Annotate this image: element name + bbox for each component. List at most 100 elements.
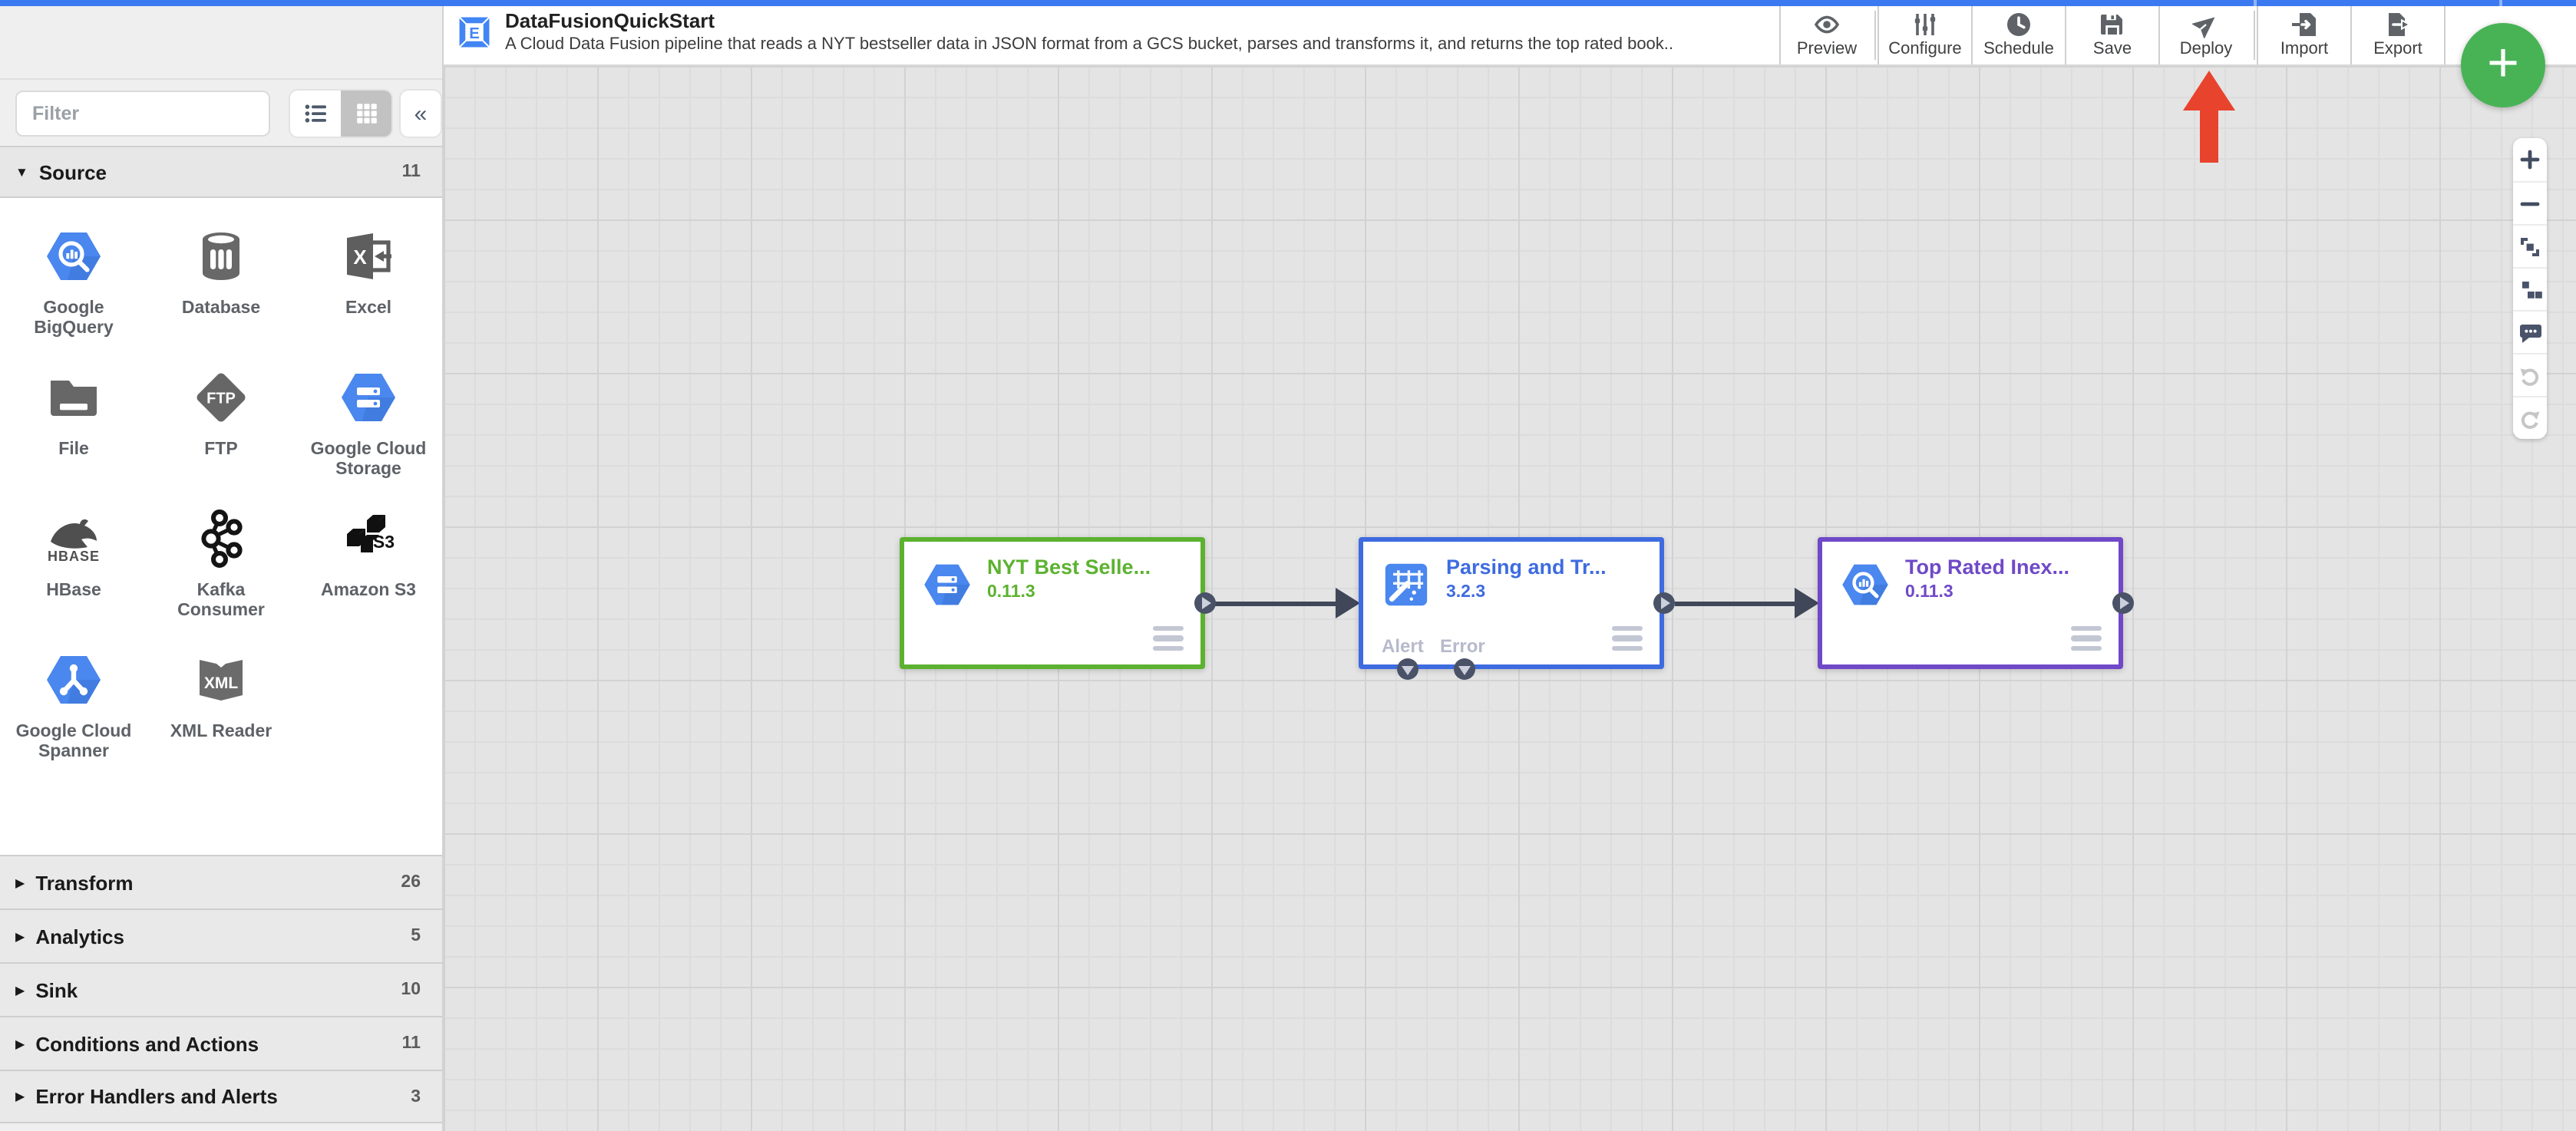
toolbar-button-label: Export <box>2373 40 2422 58</box>
section-count: 10 <box>401 981 421 999</box>
error-port-label: Error <box>1440 635 1485 657</box>
output-port[interactable] <box>2112 592 2134 614</box>
plugin-database[interactable]: Database <box>147 226 295 339</box>
chevrons-left-icon: « <box>414 101 428 127</box>
zoom-in-icon <box>2520 150 2540 170</box>
ftp-icon: FTP <box>197 373 246 422</box>
fit-to-screen-button[interactable] <box>2513 224 2547 267</box>
pipeline-toolbar: Preview Configure Schedule Save <box>1779 6 2446 64</box>
pipeline-canvas[interactable]: NYT Best Selle... 0.11.3 Parsing and Tr.… <box>444 66 2576 1131</box>
node-menu-icon[interactable] <box>2071 621 2102 651</box>
toolbar-button-label: Configure <box>1888 40 1962 58</box>
svg-text:X: X <box>353 246 367 269</box>
section-sink[interactable]: ▶ Sink 10 <box>0 962 442 1016</box>
deploy-button[interactable]: Deploy <box>2158 6 2252 64</box>
plugin-label: Google Cloud Spanner <box>15 723 132 761</box>
node-nyt-best-sellers[interactable]: NYT Best Selle... 0.11.3 <box>900 537 1216 669</box>
caret-right-icon: ▶ <box>15 983 25 997</box>
plugin-ftp[interactable]: FTP FTP <box>147 367 295 480</box>
view-toggle <box>290 91 391 137</box>
section-conditions-and-actions[interactable]: ▶ Conditions and Actions 11 <box>0 1016 442 1070</box>
collapse-sidebar-button[interactable]: « <box>401 91 441 137</box>
deploy-annotation-arrow <box>2183 71 2235 110</box>
save-button[interactable]: Save <box>2065 6 2158 64</box>
plugin-excel[interactable]: X Excel <box>295 226 442 339</box>
hbase-icon: HBASE <box>48 519 99 564</box>
plugin-google-cloud-spanner[interactable]: Google Cloud Spanner <box>0 649 147 763</box>
filter-row: « <box>0 78 442 146</box>
pipeline-title: DataFusionQuickStart <box>505 9 715 32</box>
plugin-label: Amazon S3 <box>321 582 416 600</box>
caret-down-icon: ▼ <box>15 164 28 180</box>
redo-button[interactable] <box>2513 396 2547 439</box>
undo-button[interactable] <box>2513 353 2547 396</box>
undo-icon <box>2520 368 2539 385</box>
edge-node1-node2 <box>1214 601 1336 605</box>
add-plugin-fab[interactable]: + <box>2461 23 2545 107</box>
plugin-hbase[interactable]: HBASE HBase <box>0 508 147 622</box>
caret-right-icon: ▶ <box>15 1090 25 1103</box>
zoom-in-button[interactable] <box>2513 138 2547 181</box>
section-analytics[interactable]: ▶ Analytics 5 <box>0 908 442 962</box>
import-button[interactable]: Import <box>2254 6 2350 64</box>
plugin-xml-reader[interactable]: XML XML Reader <box>147 649 295 763</box>
toolbar-button-label: Import <box>2280 40 2329 58</box>
port-arrow-icon <box>1402 666 1414 675</box>
section-source[interactable]: ▼ Source 11 <box>0 146 442 198</box>
database-icon <box>203 232 239 280</box>
error-port[interactable] <box>1454 658 1475 680</box>
section-error-handlers-and-alerts[interactable]: ▶ Error Handlers and Alerts 3 <box>0 1070 442 1123</box>
plugin-label: Excel <box>345 299 392 318</box>
section-label: Source <box>38 160 107 183</box>
section-label: Conditions and Actions <box>35 1032 259 1055</box>
node-version: 0.11.3 <box>987 583 1035 602</box>
cloud-storage-icon <box>342 374 395 421</box>
section-label: Sink <box>35 978 78 1001</box>
pipeline-description: A Cloud Data Fusion pipeline that reads … <box>505 35 1672 54</box>
export-button[interactable]: Export <box>2350 6 2444 64</box>
list-view-button[interactable] <box>290 91 341 137</box>
svg-text:S3: S3 <box>373 532 395 552</box>
node-parsing-and-transform[interactable]: Parsing and Tr... 3.2.3 Alert Error <box>1359 537 1675 680</box>
source-plugin-grid: Google BigQuery Database X Excel File FT… <box>0 198 442 861</box>
zoom-out-button[interactable] <box>2513 181 2547 224</box>
caret-right-icon: ▶ <box>15 875 25 889</box>
alert-port[interactable] <box>1397 658 1418 680</box>
preview-button[interactable]: Preview <box>1779 6 1873 64</box>
configure-button[interactable]: Configure <box>1874 6 1971 64</box>
schedule-button[interactable]: Schedule <box>1971 6 2065 64</box>
eye-icon <box>1813 11 1841 37</box>
plugin-amazon-s3[interactable]: S3 Amazon S3 <box>295 508 442 622</box>
alert-port-label: Alert <box>1382 635 1424 657</box>
comment-button[interactable] <box>2513 310 2547 353</box>
edge-arrowhead <box>1336 588 1360 618</box>
send-icon <box>2192 11 2220 38</box>
toolbar-button-label: Preview <box>1796 40 1858 58</box>
plugin-label: HBase <box>46 582 101 600</box>
node-menu-icon[interactable] <box>1153 621 1184 651</box>
filter-input[interactable] <box>15 91 270 137</box>
pipeline-title-block: DataFusionQuickStart A Cloud Data Fusion… <box>505 9 1672 55</box>
section-transform[interactable]: ▶ Transform 26 <box>0 855 442 908</box>
node-version: 0.11.3 <box>1905 583 1953 602</box>
section-count: 3 <box>411 1087 421 1106</box>
plugin-kafka-consumer[interactable]: Kafka Consumer <box>147 508 295 622</box>
output-port[interactable] <box>1653 592 1675 614</box>
output-port[interactable] <box>1194 592 1216 614</box>
node-top-rated-inexpensive[interactable]: Top Rated Inex... 0.11.3 <box>1818 537 2134 669</box>
port-arrow-icon <box>2120 597 2129 609</box>
plugin-file[interactable]: File <box>0 367 147 480</box>
node-menu-icon[interactable] <box>1612 621 1643 651</box>
xml-reader-icon: XML <box>200 660 243 701</box>
plugin-label: File <box>58 440 89 459</box>
plugin-google-cloud-storage[interactable]: Google Cloud Storage <box>295 367 442 480</box>
edge-node2-node3 <box>1675 601 1795 605</box>
grid-view-button[interactable] <box>341 91 391 137</box>
svg-text:FTP: FTP <box>206 391 236 407</box>
plugin-google-bigquery[interactable]: Google BigQuery <box>0 226 147 339</box>
section-count: 26 <box>401 873 421 892</box>
comment-icon <box>2519 324 2541 342</box>
align-nodes-button[interactable] <box>2513 267 2547 310</box>
plugin-label: Google Cloud Storage <box>310 440 427 479</box>
plugin-label: XML Reader <box>170 723 272 741</box>
